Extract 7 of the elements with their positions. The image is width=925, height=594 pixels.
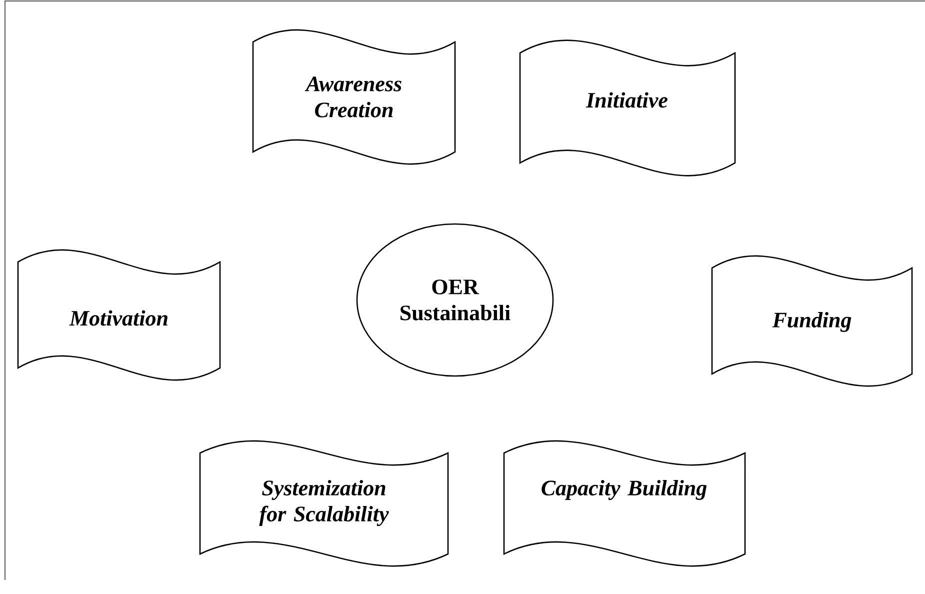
wave-flag-box: Systemization for Scalability (199, 440, 449, 566)
wave-flag-box: Funding (711, 256, 913, 386)
ellipse-node: OER Sustainabili (356, 223, 554, 377)
wave-flag-box: Capacity Building (503, 440, 746, 566)
wave-flag-box: Awareness Creation (252, 30, 456, 164)
wave-flag-box: Motivation (17, 250, 221, 380)
wave-flag-box: Initiative (519, 40, 736, 176)
